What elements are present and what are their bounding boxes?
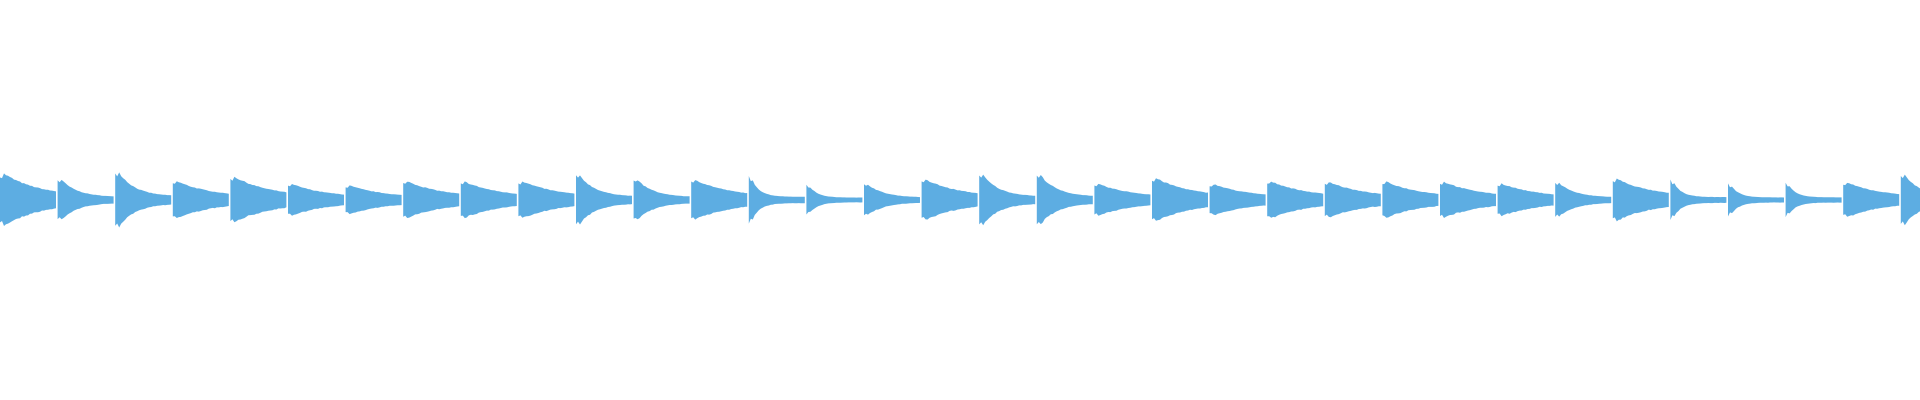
waveform-segment [806,184,863,215]
waveform-segment [748,176,805,224]
waveform-segment [403,181,460,218]
waveform-segment [518,181,575,218]
waveform-segment [0,173,56,226]
waveform-segment [1843,182,1900,217]
waveform-segment [1785,182,1842,218]
waveform-segment [115,172,172,228]
waveform-segment [979,174,1036,226]
waveform-segment [172,181,229,218]
waveform-segment [1152,178,1208,221]
waveform-segment [230,176,287,223]
waveform-segment [1382,181,1439,218]
waveform-segment [57,179,114,220]
waveform-segment [460,181,517,219]
waveform-segment [864,184,920,216]
waveform-segment [1555,182,1612,217]
waveform-segment [1094,183,1151,216]
waveform-segment [1209,184,1266,216]
waveform-segment [1267,181,1324,218]
waveform-segment [633,180,690,220]
waveform-segment [691,180,748,220]
waveform-segment [1440,181,1496,218]
waveform-segment [1324,182,1381,218]
waveform-segment [1612,178,1669,222]
waveform-segment [1670,179,1727,220]
waveform-segment [921,179,978,220]
waveform-segment [576,175,632,225]
waveform-segment [1728,183,1784,217]
waveform-segment [345,185,402,215]
waveform-segment [1900,174,1920,226]
waveform-segment [1036,175,1093,225]
waveform-segment [1497,183,1554,217]
waveform-segment [288,184,344,216]
